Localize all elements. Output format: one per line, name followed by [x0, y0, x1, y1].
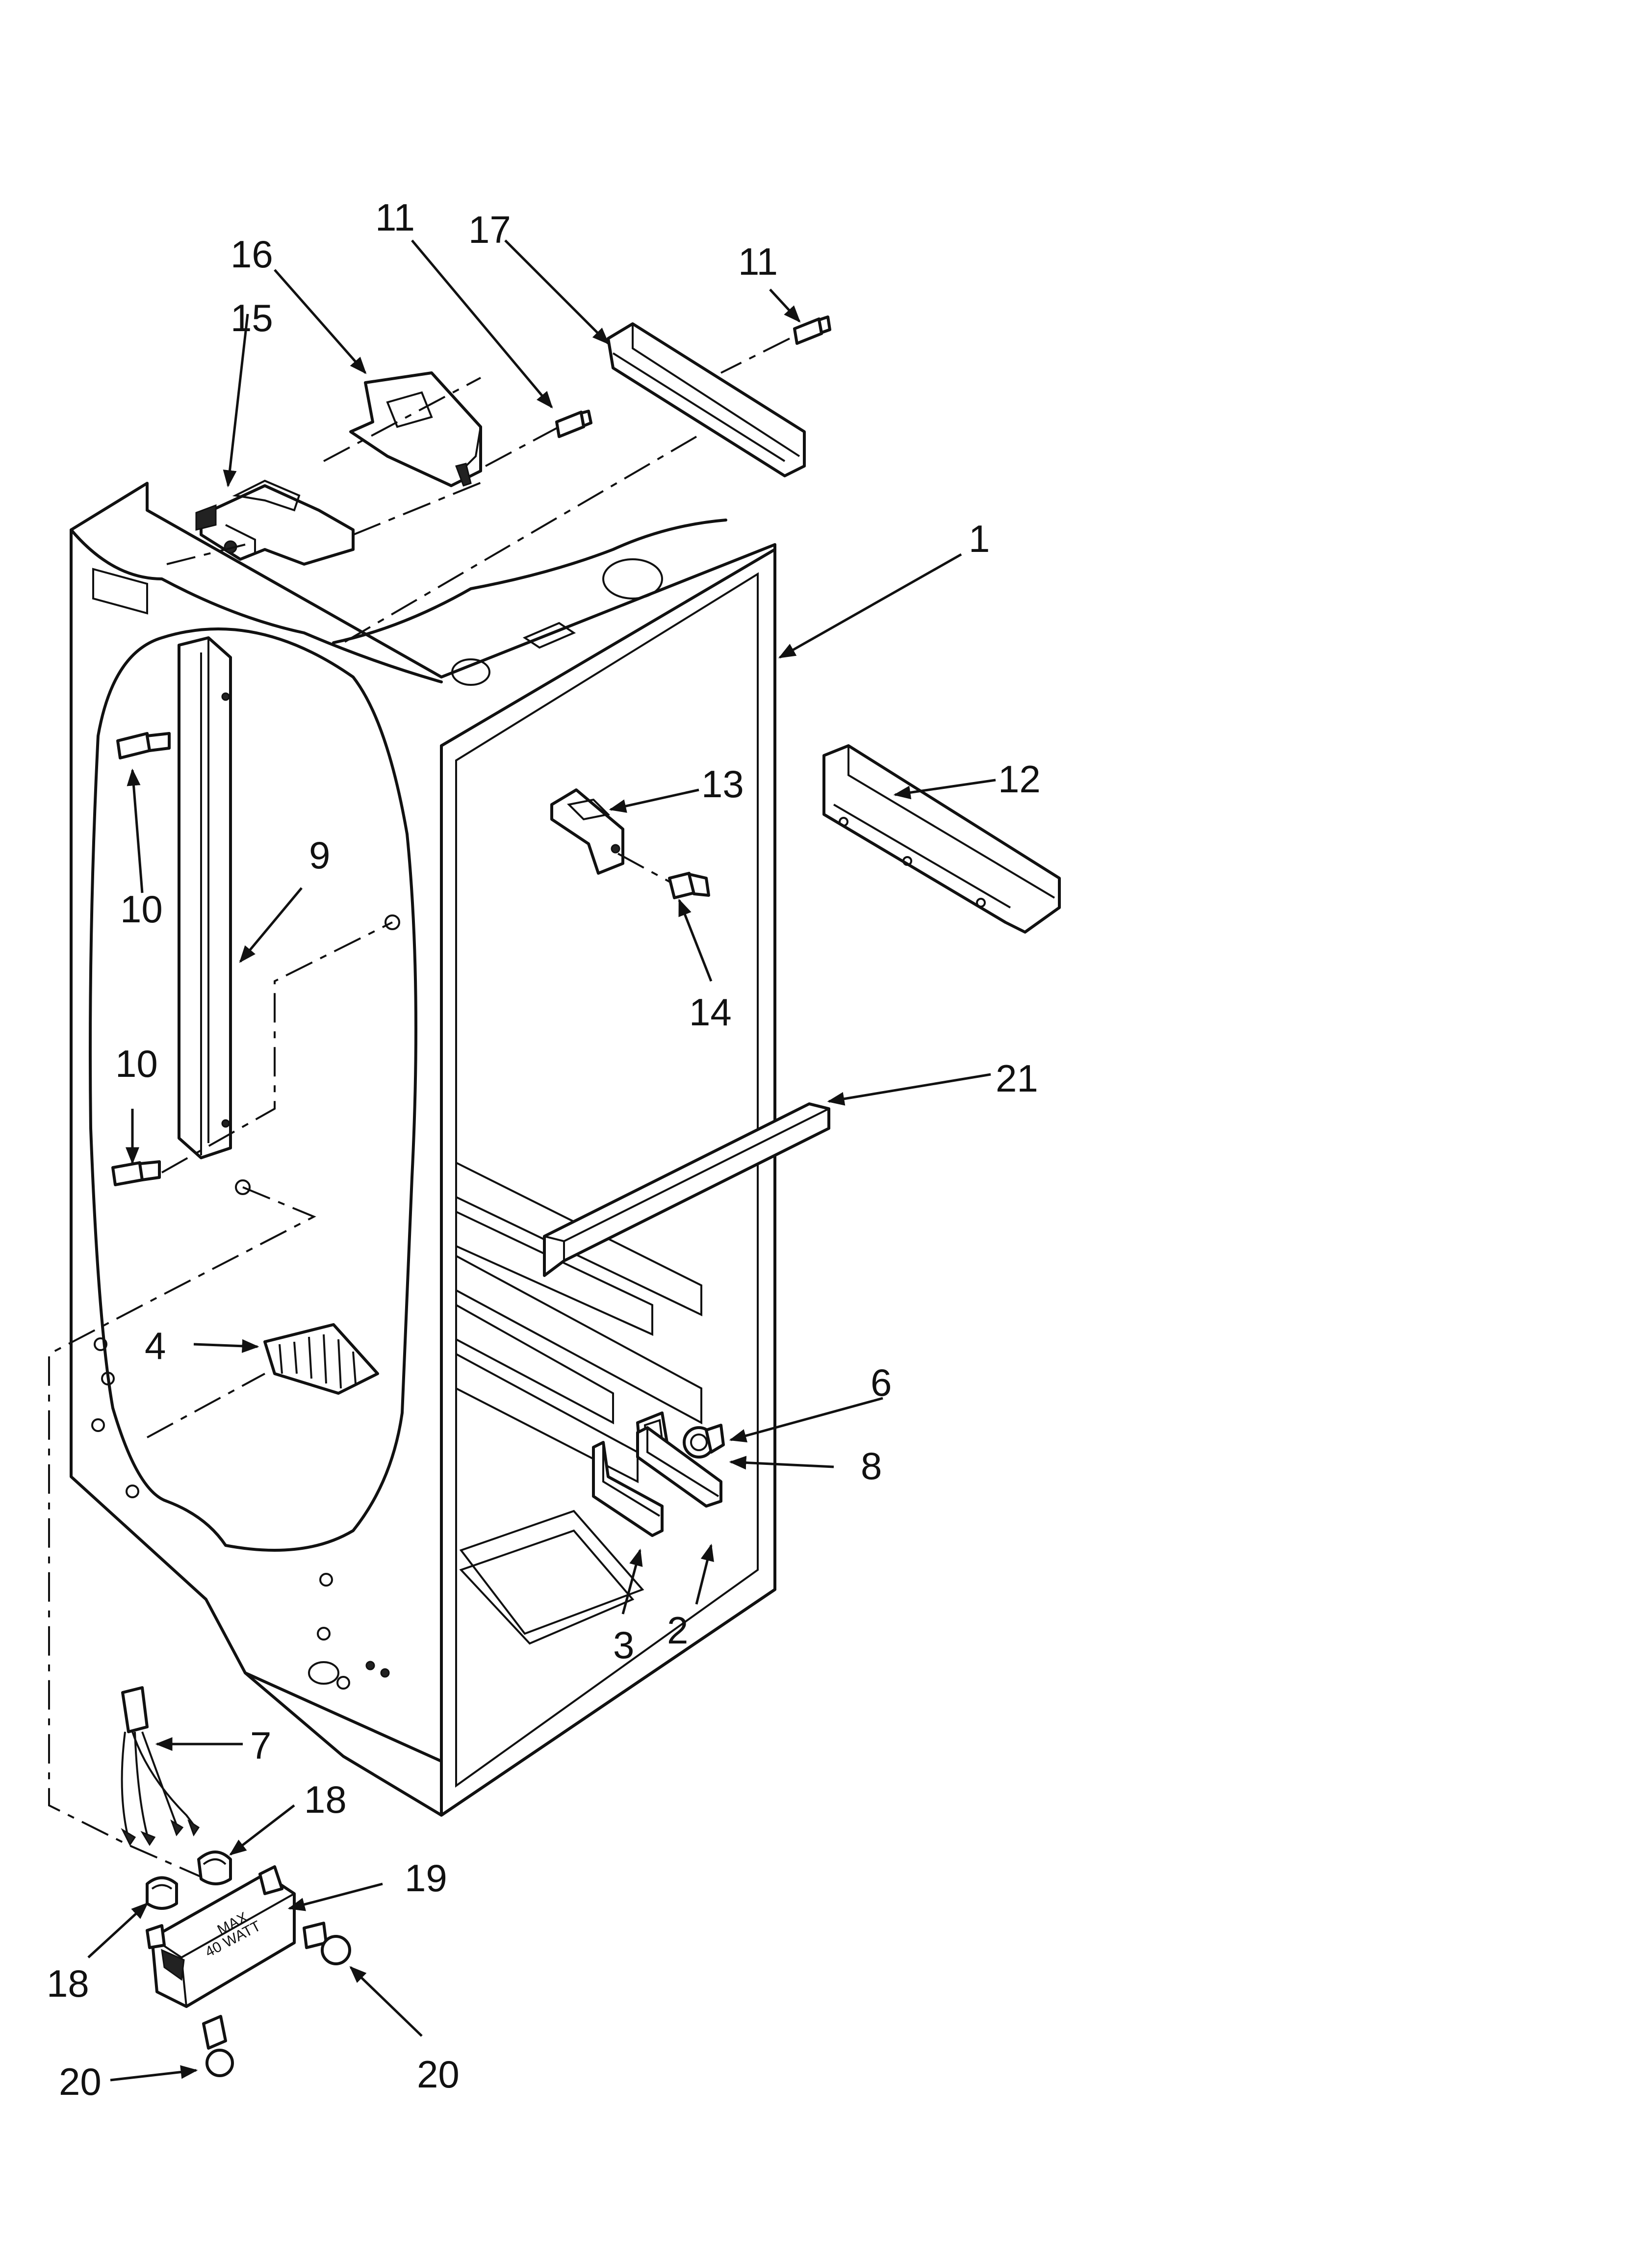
bulb-part-20-right [303, 1922, 351, 1965]
screw-part-11-right [793, 315, 831, 345]
bracket-part-2 [636, 1426, 722, 1508]
bracket-part-13 [550, 788, 624, 875]
callout-20-left: 20 [59, 2060, 102, 2103]
screw-part-14 [668, 872, 710, 899]
callout-7: 7 [250, 1724, 271, 1767]
control-housing-part-15 [195, 479, 355, 566]
light-lens-part-4 [263, 1323, 379, 1395]
wire-harness-part-7 [121, 1686, 200, 1846]
leader-lines [87, 239, 996, 2082]
callout-14: 14 [689, 991, 732, 1034]
drawer-slide-part-12 [822, 744, 1061, 934]
callout-1: 1 [969, 517, 990, 560]
screw-part-10-upper [116, 732, 171, 759]
callout-8: 8 [861, 1444, 882, 1487]
callout-10-lower: 10 [115, 1042, 158, 1085]
bulb-part-20-left [202, 2015, 234, 2077]
callout-16: 16 [231, 233, 273, 276]
callout-10-upper: 10 [120, 887, 163, 931]
shelf-rail-part-9 [178, 636, 232, 1159]
clip-part-18-lower [146, 1876, 178, 1910]
callout-2: 2 [667, 1609, 688, 1652]
callout-9: 9 [309, 834, 330, 877]
callout-20-right: 20 [417, 2053, 460, 2096]
callout-17: 17 [468, 208, 511, 251]
cover-part-21 [543, 1102, 830, 1277]
clip-part-18-upper [197, 1851, 232, 1885]
callout-21: 21 [996, 1057, 1038, 1100]
callout-15: 15 [231, 296, 273, 339]
lamp-socket-part-19: MAX 40 WATT [146, 1865, 296, 2008]
callout-12: 12 [998, 757, 1041, 801]
callout-13: 13 [701, 762, 744, 806]
callout-19: 19 [405, 1856, 447, 1900]
screw-part-11-left [555, 410, 592, 438]
screw-part-10-lower [111, 1160, 161, 1186]
callout-11-right: 11 [738, 240, 778, 283]
trim-channel-part-17 [607, 322, 806, 477]
bracket-part-16 [349, 371, 482, 487]
callout-4: 4 [145, 1324, 166, 1367]
bracket-part-3 [592, 1441, 664, 1537]
callout-18-upper: 18 [304, 1778, 347, 1821]
callout-18-lower: 18 [47, 1962, 89, 2005]
callout-6: 6 [871, 1361, 892, 1404]
cabinet-liner [70, 482, 776, 1817]
switch-plunger-part-8 [683, 1424, 725, 1459]
callout-11-left: 11 [375, 196, 415, 239]
callout-3: 3 [613, 1623, 634, 1667]
